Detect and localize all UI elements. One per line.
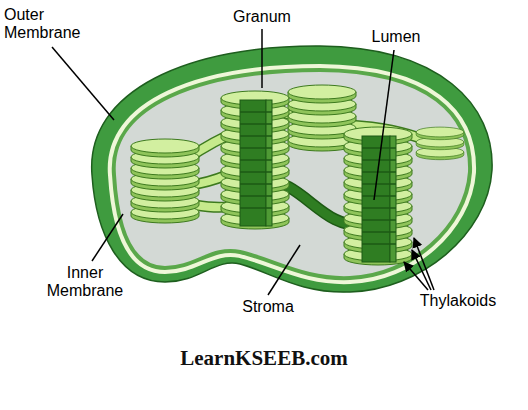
- granum-cut-face: [240, 100, 272, 226]
- part-label: Lumen: [368, 28, 424, 46]
- leader-line: [261, 29, 263, 88]
- granum-stack: [344, 127, 412, 265]
- watermark: LearnKSEEB.com: [0, 346, 528, 370]
- granum-stack: [288, 85, 356, 151]
- arrow-line: [414, 238, 434, 290]
- stroma-region: [114, 70, 470, 278]
- outer-membrane: [92, 46, 492, 292]
- thylakoid-disc: [131, 139, 199, 157]
- granum-stack: [416, 127, 464, 160]
- leader-lines: [52, 29, 434, 295]
- thylakoid-disc: [288, 85, 356, 103]
- leader-line: [374, 50, 394, 200]
- leader-line: [92, 214, 123, 261]
- granum-cut-face: [362, 136, 396, 262]
- leader-line: [268, 245, 300, 295]
- thylakoid-disc: [416, 127, 464, 140]
- part-label: Stroma: [236, 298, 300, 316]
- part-label: Granum: [228, 8, 296, 26]
- granum-stack: [131, 139, 199, 223]
- part-label: Outer Membrane: [4, 6, 88, 42]
- leader-line: [52, 47, 114, 120]
- part-label: Inner Membrane: [40, 264, 130, 300]
- intermembrane-space: [114, 70, 470, 278]
- granum-stack: [221, 91, 289, 229]
- part-label: Thylakoids: [408, 292, 508, 310]
